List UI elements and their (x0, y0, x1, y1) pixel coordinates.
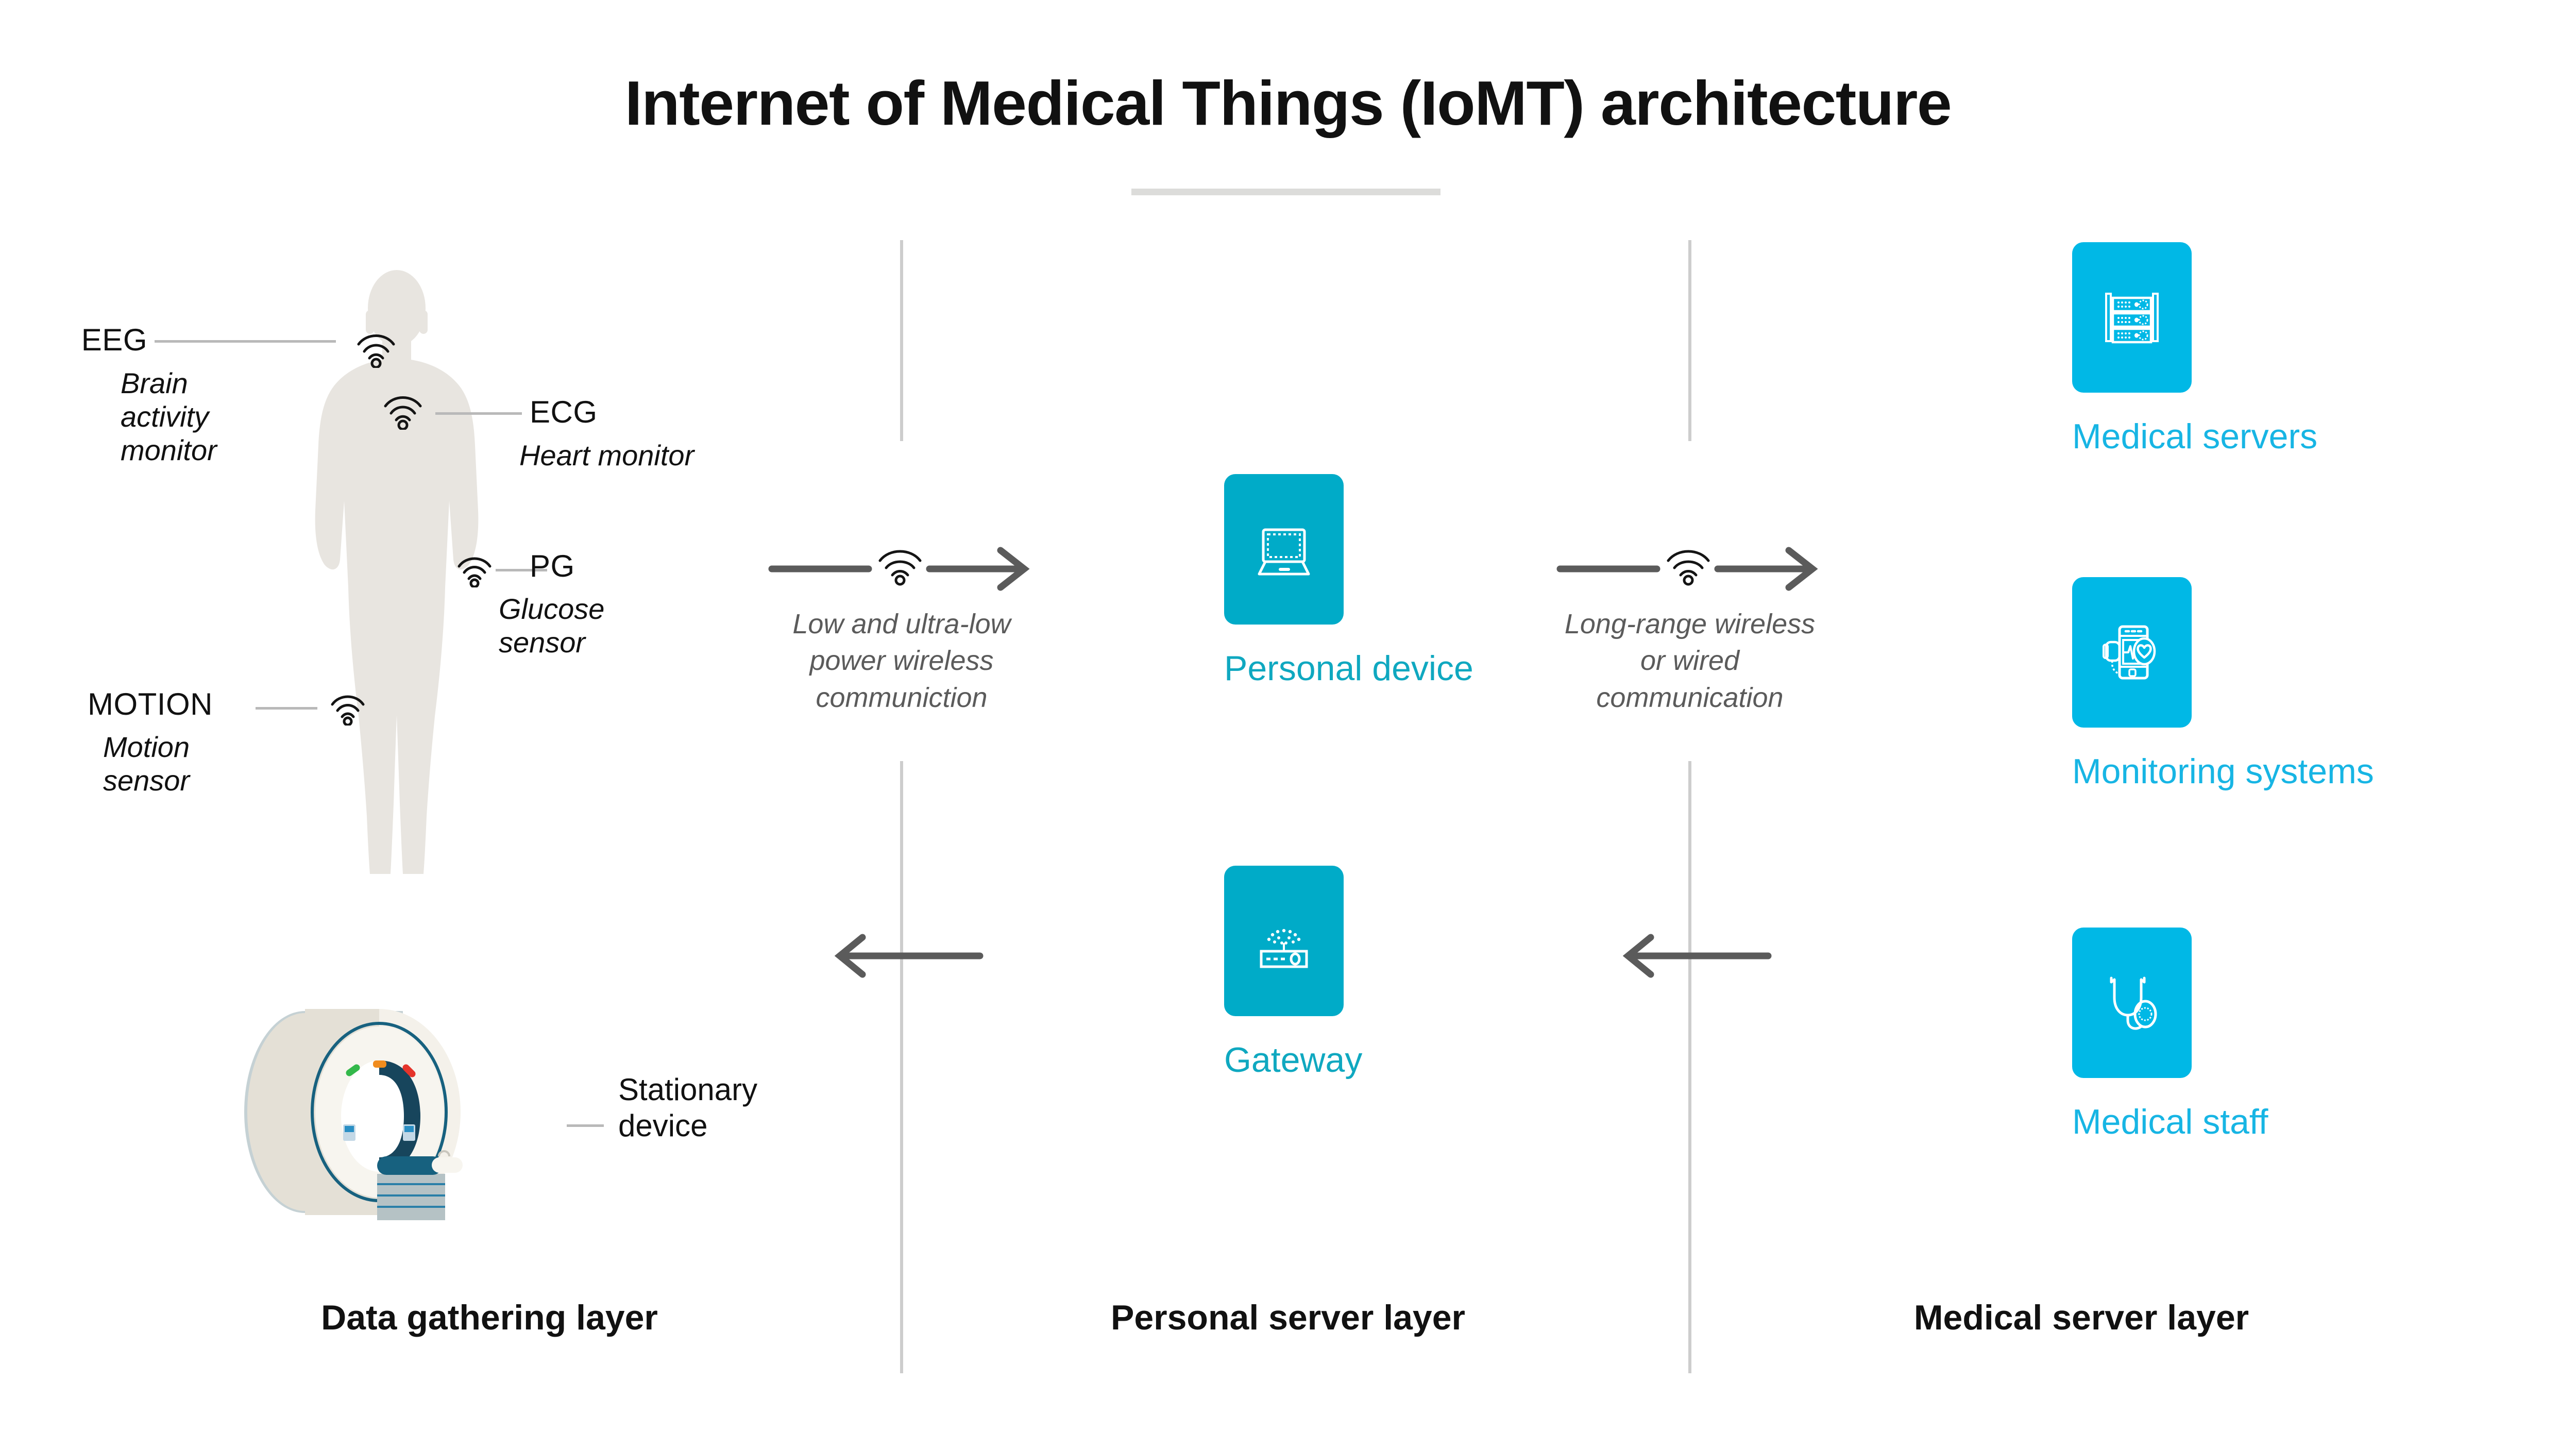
node-medical-servers[interactable]: Medical servers (2072, 242, 2318, 457)
sensor-code-motion: MOTION (88, 687, 213, 721)
layer-caption-personal-server: Personal server layer (1110, 1298, 1466, 1337)
flow-caption-left-line3: communiction (816, 682, 988, 713)
leader-line-motion (256, 707, 317, 710)
node-label-gateway: Gateway (1224, 1040, 1363, 1080)
sensor-desc-pg-line2: sensor (499, 626, 586, 659)
tile-medical-servers[interactable] (2072, 242, 2192, 393)
tile-medical-staff[interactable] (2072, 928, 2192, 1078)
node-medical-staff[interactable]: Medical staff (2072, 928, 2268, 1142)
wifi-signal-icon-ecg (382, 391, 423, 432)
flow-caption-right-line2: or wired (1640, 645, 1740, 677)
sensor-description-eeg: Brain activity monitor (121, 367, 275, 467)
flow-caption-forward-right: Long-range wireless or wired communicati… (1525, 606, 1855, 716)
leader-line-pg (496, 569, 547, 571)
flow-caption-left-line1: Low and ultra-low (792, 609, 1011, 639)
tile-personal-device[interactable] (1224, 474, 1344, 625)
leader-line-ecg (435, 412, 522, 415)
server-rack-icon (2105, 293, 2159, 344)
sensor-desc-eeg-line1: Brain (121, 367, 188, 399)
flow-arrow-forward-left (768, 536, 1036, 595)
tile-monitoring-systems[interactable] (2072, 577, 2192, 728)
sensor-desc-eeg-line3: monitor (121, 433, 217, 466)
sensor-code-pg: PG (530, 549, 575, 583)
sensor-code-eeg: EEG (81, 323, 147, 357)
node-label-monitoring-systems: Monitoring systems (2072, 752, 2374, 791)
column-divider-1-top (900, 240, 903, 441)
tile-gateway[interactable] (1224, 866, 1344, 1016)
wifi-signal-icon-motion (330, 690, 366, 728)
leader-line-stationary (567, 1124, 604, 1127)
column-divider-2-bottom (1688, 761, 1691, 1373)
layer-caption-medical-server: Medical server layer (1913, 1298, 2249, 1337)
column-divider-1-bottom (900, 761, 903, 1373)
router-icon (1260, 929, 1308, 968)
sensor-desc-motion-line1: Motion (103, 731, 190, 763)
sensor-label-pg: PG (530, 548, 575, 584)
sensor-label-ecg: ECG (530, 394, 598, 430)
flow-caption-forward-left: Low and ultra-low power wireless communi… (752, 606, 1051, 716)
sensor-desc-eeg-line2: activity (121, 400, 209, 433)
sensor-description-ecg: Heart monitor (519, 439, 694, 473)
node-label-medical-staff: Medical staff (2072, 1102, 2268, 1141)
sensor-description-motion: Motion sensor (103, 731, 190, 798)
page-title: Internet of Medical Things (IoMT) archit… (624, 68, 1952, 138)
arrow-left-icon-return-right (1622, 928, 1772, 987)
flow-caption-left-line2: power wireless (809, 645, 994, 677)
sensor-desc-pg-line1: Glucose (499, 593, 605, 625)
stethoscope-icon (2110, 976, 2157, 1030)
flow-caption-right-line3: communication (1596, 682, 1784, 713)
stationary-label-line2: device (618, 1108, 708, 1143)
column-divider-2-top (1688, 240, 1691, 441)
laptop-icon (1258, 528, 1310, 576)
wifi-signal-icon-pg (456, 552, 493, 590)
sensor-code-ecg: ECG (530, 395, 598, 429)
layer-caption-data-gathering: Data gathering layer (321, 1298, 658, 1337)
smartphone-heartbeat-icon (2103, 625, 2156, 680)
node-personal-device[interactable]: Personal device (1224, 474, 1473, 688)
human-body-silhouette-icon (289, 268, 505, 886)
wifi-signal-icon-eeg (355, 329, 397, 370)
mri-scanner-icon (227, 995, 546, 1237)
node-label-personal-device: Personal device (1224, 649, 1473, 688)
sensor-description-pg: Glucose sensor (499, 593, 604, 660)
arrow-left-icon-return-left (834, 928, 984, 987)
stationary-label-line1: Stationary (618, 1072, 758, 1107)
node-monitoring-systems[interactable]: Monitoring systems (2072, 577, 2374, 791)
flow-arrow-forward-right (1556, 536, 1824, 595)
node-label-medical-servers: Medical servers (2072, 417, 2318, 456)
node-gateway[interactable]: Gateway (1224, 866, 1363, 1080)
stationary-device-label: Stationary device (618, 1072, 757, 1143)
leader-line-eeg (155, 340, 336, 343)
flow-caption-right-line1: Long-range wireless (1564, 609, 1816, 639)
sensor-desc-ecg-line1: Heart monitor (519, 439, 694, 471)
sensor-desc-motion-line2: sensor (103, 764, 190, 797)
title-divider-rule (1131, 189, 1440, 195)
sensor-label-motion: MOTION (88, 686, 213, 722)
